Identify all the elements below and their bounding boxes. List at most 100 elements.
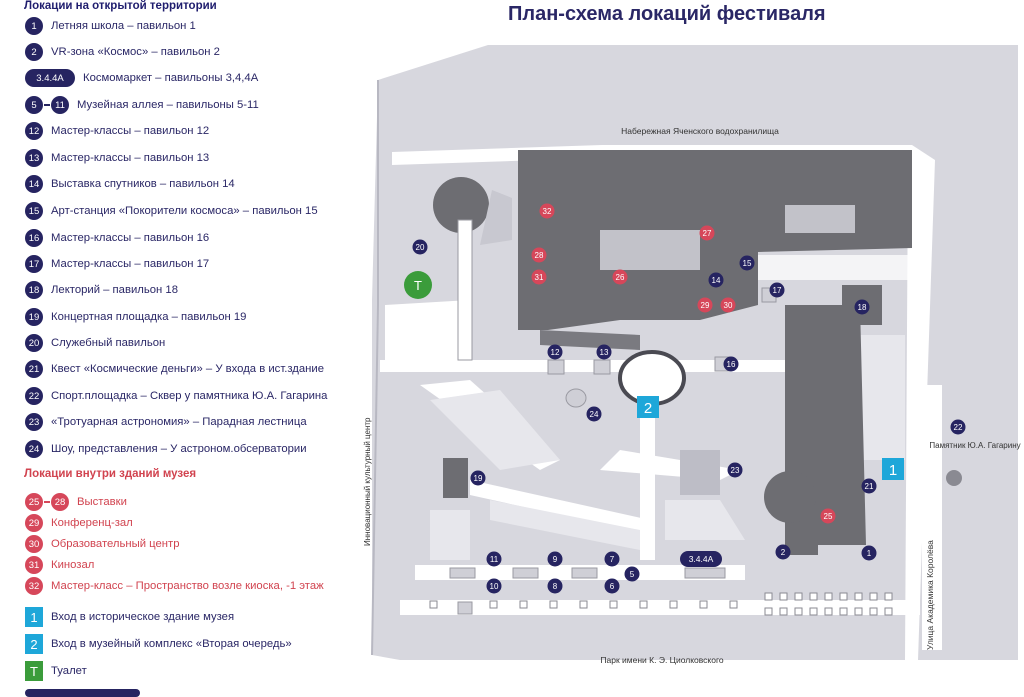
legend-item-19: 19 Концертная площадка – павильон 19	[25, 308, 246, 326]
marker-circle	[720, 297, 736, 313]
kiosk	[869, 592, 878, 601]
marker-circle	[612, 269, 628, 285]
kiosk	[869, 607, 878, 616]
location-marker-6: 6	[604, 578, 620, 594]
pavilion-box	[571, 567, 598, 579]
location-marker-25: 25	[820, 508, 836, 524]
pavilion-box	[593, 359, 611, 375]
legend-label: Летняя школа – павильон 1	[51, 20, 196, 32]
kiosk	[519, 600, 528, 609]
pavilion-round	[565, 388, 587, 408]
location-marker-13: 13	[596, 344, 612, 360]
location-badge: 19	[25, 308, 43, 326]
legend-label: Мастер-классы – павильон 17	[51, 258, 210, 270]
location-marker-10: 10	[486, 578, 502, 594]
legend-label: Мастер-классы – павильон 16	[51, 232, 210, 244]
building-wing	[540, 330, 640, 350]
street-strip	[922, 385, 942, 650]
marker-circle	[708, 272, 724, 288]
legend-label: Мастер-классы – павильон 13	[51, 152, 210, 164]
block	[860, 335, 905, 460]
marker-circle	[531, 269, 547, 285]
kiosk	[699, 600, 708, 609]
location-marker-28: 28	[531, 247, 547, 263]
marker-label: 27	[703, 229, 712, 238]
marker-circle	[697, 297, 713, 313]
pavilion-box	[449, 567, 476, 579]
location-marker-22: 22	[950, 419, 966, 435]
location-badge: 21	[25, 360, 43, 378]
marker-label: 2	[781, 548, 786, 557]
park-blocks	[430, 335, 905, 560]
location-badge: 23	[25, 413, 43, 431]
marker-label: 18	[858, 303, 867, 312]
marker-label: 20	[416, 243, 425, 252]
location-badge: 5	[25, 96, 43, 114]
location-badge: 16	[25, 229, 43, 247]
toilet-label: Т	[414, 278, 422, 293]
range-dash	[44, 501, 50, 503]
monument-label: Памятник Ю.А. Гагарину	[929, 441, 1020, 450]
location-badge: 15	[25, 202, 43, 220]
entrance-badge: 2	[25, 634, 43, 654]
kiosk	[794, 592, 803, 601]
kiosk	[779, 592, 788, 601]
marker-circle	[950, 419, 966, 435]
marker-label: 12	[551, 348, 560, 357]
marker-label: 5	[630, 570, 635, 579]
location-badge: 14	[25, 175, 43, 193]
marker-circle	[820, 508, 836, 524]
location-marker-32: 32	[539, 203, 555, 219]
kiosk	[764, 607, 773, 616]
marker-label: 28	[535, 251, 544, 260]
marker-circle	[412, 239, 428, 255]
street-label: Улица Академика Королёва	[925, 540, 935, 650]
legend-label: Концертная площадка – павильон 19	[51, 311, 247, 323]
marker-circle	[769, 282, 785, 298]
location-marker-23: 23	[727, 462, 743, 478]
location-marker-5: 5	[624, 566, 640, 582]
location-marker-20: 20	[412, 239, 428, 255]
marker-circle	[586, 406, 602, 422]
legend-label: Арт-станция «Покорители космоса» – павил…	[51, 205, 318, 217]
block	[430, 510, 470, 560]
location-marker-11: 11	[486, 551, 502, 567]
marker-circle	[861, 478, 877, 494]
marker-label: 21	[865, 482, 874, 491]
kiosk	[839, 592, 848, 601]
innovation-center-label: Инновационный культурный центр	[363, 417, 372, 546]
legend-item-15: 15 Арт-станция «Покорители космоса» – пав…	[25, 202, 318, 220]
pavilion-box	[512, 567, 539, 579]
kiosk	[809, 607, 818, 616]
location-marker-15: 15	[739, 255, 755, 271]
location-marker-9: 9	[547, 551, 563, 567]
entrance-1-label: 1	[889, 462, 897, 479]
legend-label: Выставки	[77, 496, 127, 508]
location-marker-27: 27	[699, 225, 715, 241]
marker-circle	[547, 551, 563, 567]
location-badge: 12	[25, 122, 43, 140]
location-badge: 29	[25, 514, 43, 532]
marker-circle	[624, 566, 640, 582]
marker-circle	[739, 255, 755, 271]
marker-label: 30	[724, 301, 733, 310]
marker-circle	[539, 203, 555, 219]
observatory-dome	[433, 177, 489, 233]
block	[665, 500, 745, 540]
marker-label: 23	[731, 466, 740, 475]
marker-label: 8	[553, 582, 558, 591]
kiosk	[824, 607, 833, 616]
bottom-bar	[25, 689, 140, 697]
location-badge: 1	[25, 17, 43, 35]
window-block	[785, 205, 855, 233]
location-badge: 18	[25, 281, 43, 299]
